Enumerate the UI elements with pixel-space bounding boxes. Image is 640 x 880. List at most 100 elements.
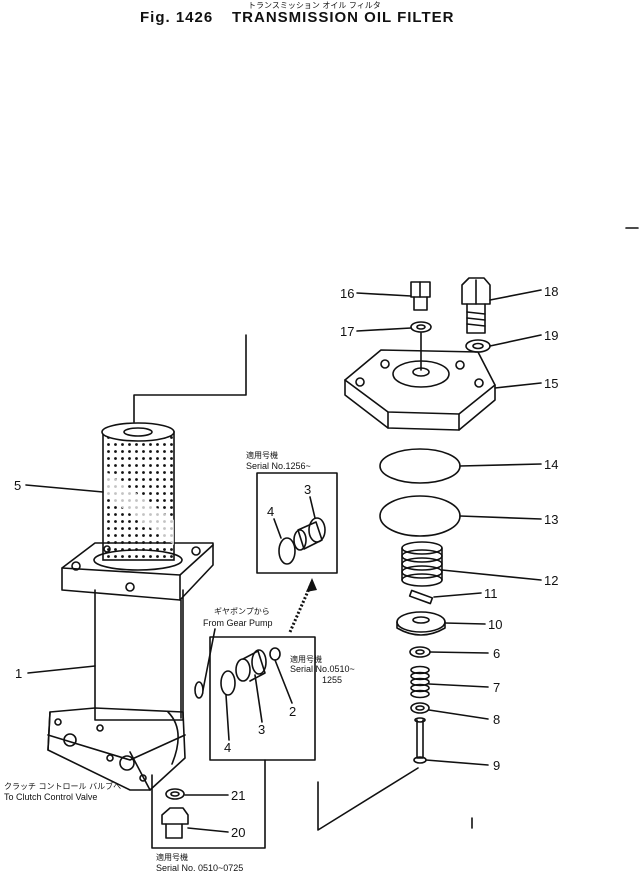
part-12-spring [401,541,443,587]
callout-13: 13 [544,512,558,527]
part-16-bolt-head [410,281,431,298]
part-8-collar-hole [415,705,425,711]
serial-1256-detail: 適用号機 Serial No.1256~ 3 4 [246,450,338,574]
callout-11: 11 [484,586,498,601]
serial-0725-jp: 適用号機 [156,852,188,862]
filter-element-top [101,422,175,442]
callout-7: 7 [493,680,500,695]
part-14-o-ring [379,448,461,484]
leader-16 [356,292,412,297]
part-20-bolt-shank [165,823,183,839]
part-17-washer [410,321,432,333]
callout-3-upper: 3 [304,482,311,497]
title-japanese: トランスミッション オイル フィルタ [248,1,381,10]
callout-18: 18 [544,284,558,299]
cover-bolt-hole [455,360,465,370]
part-21-washer-hole [170,791,180,797]
filter-highlight [104,470,174,545]
rod-return-leader [317,767,419,831]
callout-2: 2 [289,704,296,719]
flange-bolt-hole [71,561,81,571]
part-19-washer [465,339,491,353]
cover-assembly [317,277,496,831]
serial-1256-jp: 適用号機 [246,450,278,460]
part-18-bolt-head [461,277,491,305]
clutch-jp: クラッチ コントロール バルブへ [4,781,121,791]
cover-bolt-hole [355,377,365,387]
leader-19 [489,334,542,347]
callout-3: 3 [258,722,265,737]
part-6-washer-hole [415,649,425,655]
housing-base [47,707,186,791]
part-7-spring [410,665,430,699]
part-10-disc-center [412,616,430,624]
leader-2 [274,659,293,704]
callout-4-upper: 4 [267,504,274,519]
part-11-pin [408,589,434,605]
housing-top-flange [61,542,214,601]
part-15-cover-edge [344,379,496,415]
part-3-nut-hex [251,649,267,675]
base-bolt [139,774,147,782]
part-16-bolt-shank [413,296,428,311]
serial-0725-label: Serial No. 0510~0725 [156,863,243,873]
base-port [119,755,135,771]
serial-0510-label: Serial No.0510~ [290,664,355,674]
callout-6: 6 [493,646,500,661]
leader-12 [441,569,542,581]
part-21-washer [165,788,185,800]
part-3-plug-hex [308,517,326,543]
base-bolt [54,718,62,726]
callout-14: 14 [544,457,558,472]
base-port [63,733,77,747]
pump-arrow-head [306,578,317,592]
serial-0510-box [209,636,316,761]
callout-9: 9 [493,758,500,773]
filter-element-hole [123,427,153,437]
filter-housing-assembly [47,334,247,791]
leader-5 [25,484,104,493]
gear-pump-connection: ギヤポンプから From Gear Pump [202,578,317,691]
thread [466,311,486,315]
leader-17 [356,327,412,332]
figure-number: Fig. 1426 [140,9,213,26]
callout-21: 21 [231,788,245,803]
leader-9 [425,759,489,766]
part-13-o-ring [379,495,461,537]
callout-1: 1 [15,666,22,681]
serial-0510-label-end: 1255 [322,675,342,685]
cover-boss-hole [412,367,430,377]
part-3-nut [242,650,266,682]
part-15-cover [344,349,496,431]
base-edge-2 [129,751,151,791]
leader-8 [428,709,489,720]
leader-18 [489,289,542,301]
flange-edge-2 [179,544,214,576]
part-3-plug-face [293,529,307,551]
part-4-ring [278,537,296,565]
callout-4: 4 [224,740,231,755]
serial-1256-label: Serial No.1256~ [246,461,311,471]
callout-10: 10 [488,617,502,632]
callout-15: 15 [544,376,558,391]
leader-3-lower [254,674,263,723]
part-3-nut-face [235,658,251,682]
part-9-rod-top [414,717,426,723]
part-8-collar [410,702,430,714]
part-9-rod [416,719,424,759]
flange-bolt-hole [125,582,135,592]
flange-bolt-hole [191,546,201,556]
leader-20 [187,827,229,833]
part-4-ring-lower [220,670,236,696]
callout-16: 16 [340,286,354,301]
leader-4-lower [225,694,230,741]
clutch-label: To Clutch Control Valve [4,792,97,802]
leader-7 [428,683,489,688]
callout-12: 12 [544,573,558,588]
base-boss [167,711,179,765]
serial-0725-box [151,759,266,849]
flange-edge [61,567,181,576]
side-port [194,681,204,699]
leader-3 [309,496,316,519]
